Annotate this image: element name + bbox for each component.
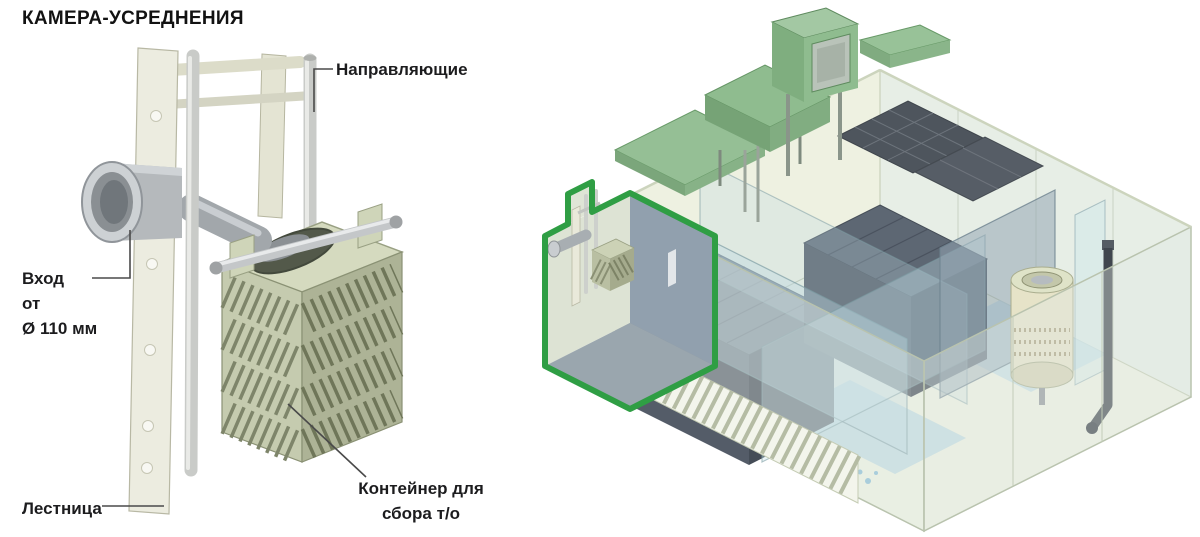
page-title: КАМЕРА-УСРЕДНЕНИЯ — [22, 8, 244, 29]
leader-lines — [92, 68, 367, 507]
basket-handle-bar — [209, 215, 403, 275]
green-cover-right — [858, 24, 952, 68]
front-right-glass-wall — [923, 225, 1192, 533]
label-guides-text: Направляющие — [336, 60, 468, 79]
basket-slots-side — [300, 263, 404, 459]
label-container-line1: Контейнер для — [358, 479, 484, 498]
top-equipment — [613, 7, 952, 222]
label-guides: Направляющие — [336, 57, 468, 82]
label-ladder-text: Лестница — [22, 499, 102, 518]
ladder-rail — [128, 47, 179, 515]
label-container: Контейнер для сбора т/о — [341, 476, 501, 526]
chamber-vent-slot — [668, 249, 676, 287]
guide-tube — [303, 53, 317, 245]
ladder-detail-illustration — [81, 47, 405, 515]
control-cabinet — [770, 7, 860, 176]
label-inlet: Вход от Ø 110 мм — [22, 266, 97, 341]
inlet-elbow-pipe — [178, 194, 272, 254]
waste-container-basket — [178, 194, 405, 464]
rear-ladder-rail — [257, 53, 287, 219]
basket-slots-front — [220, 276, 304, 464]
front-guide-tube — [184, 49, 200, 477]
back-cell-grates — [836, 100, 1045, 202]
treatment-plant-illustration — [542, 7, 1193, 533]
chamber-basket — [590, 238, 636, 291]
label-container-line2: сбора т/о — [381, 504, 461, 523]
outlet-pipe — [1086, 240, 1114, 434]
leader-line-guides — [313, 68, 333, 112]
leader-line-container — [287, 403, 367, 478]
averaging-chamber-highlight — [542, 179, 718, 412]
front-wall-divisions — [1012, 272, 1103, 486]
leader-line-inlet — [92, 230, 131, 279]
inlet-pipe — [81, 161, 182, 243]
label-inlet-line1: Вход — [22, 269, 65, 288]
label-inlet-line3: Ø 110 мм — [22, 319, 98, 338]
label-ladder: Лестница — [22, 496, 102, 521]
label-inlet-line2: от — [22, 294, 41, 313]
catalyst-cylinder — [1010, 266, 1074, 405]
chamber-green-outline — [542, 179, 718, 412]
chamber-inlet-pipe — [547, 229, 592, 258]
